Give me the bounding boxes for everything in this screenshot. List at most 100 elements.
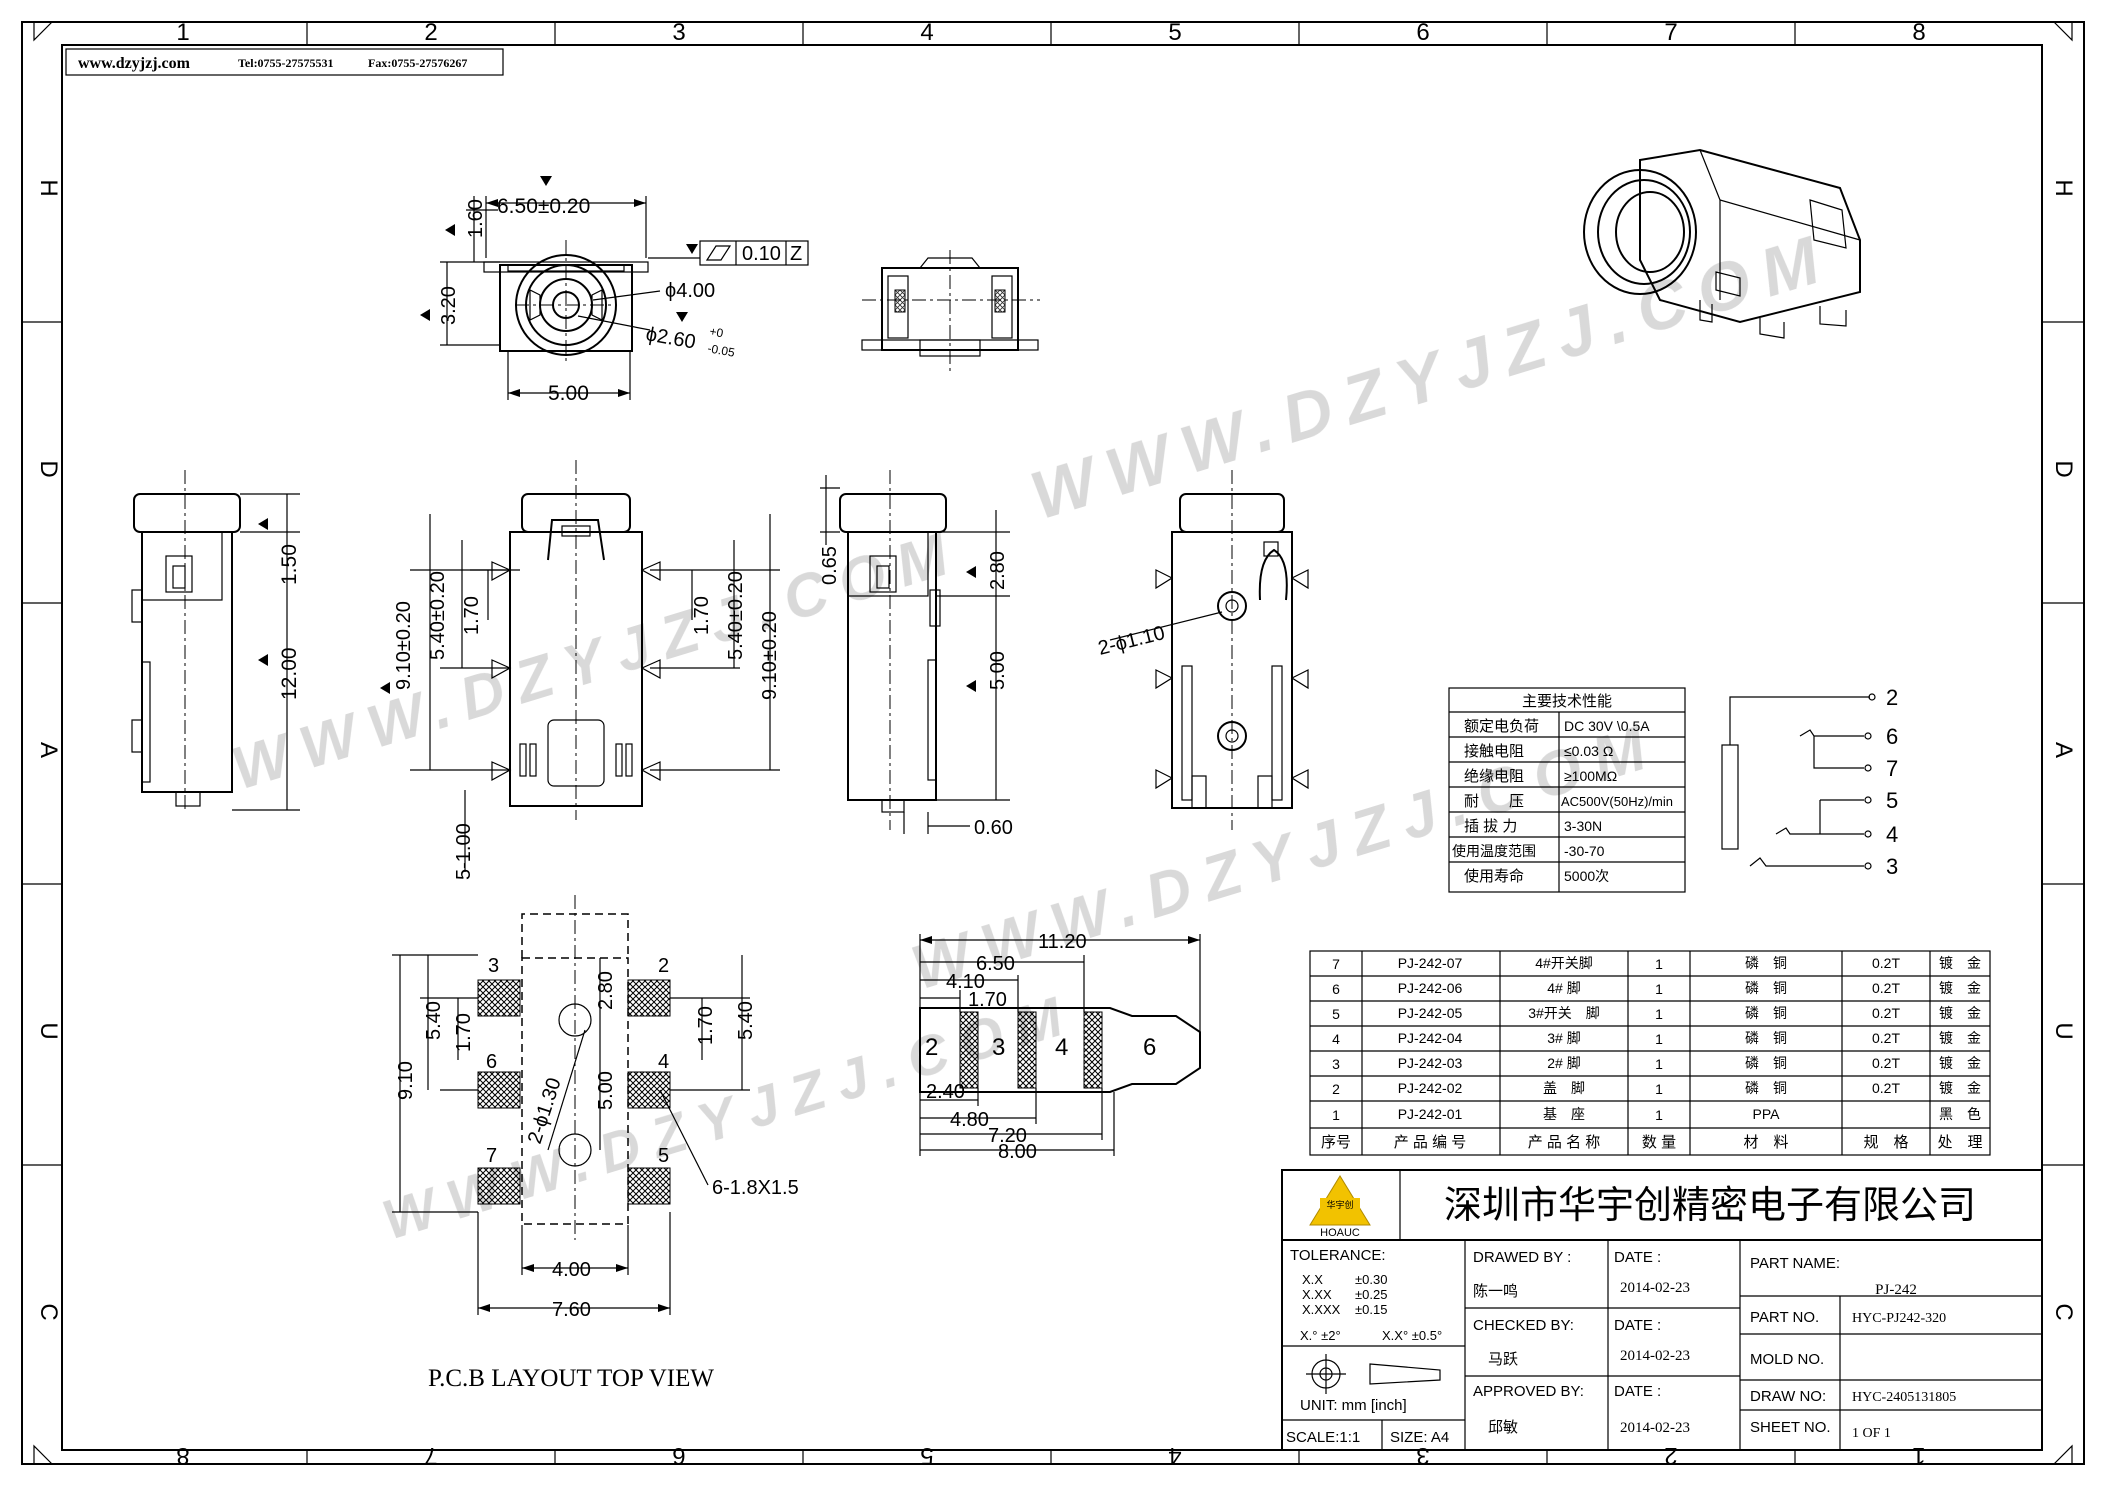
col-label-b7: 7 [424,1442,437,1469]
rear-view [861,250,1040,375]
watermark-1: WWW.DZYJZJ.COM [1022,218,1841,534]
part-name-label: PART NAME: [1750,1255,1840,1272]
col-label-b8: 8 [176,1442,189,1469]
side-view-holes: 2-ϕ1.10 [1096,470,1309,830]
svg-text:1: 1 [1655,1107,1663,1123]
svg-text:3# 脚: 3# 脚 [1547,1030,1580,1046]
tol-angle-2: X.X° ±0.5° [1382,1328,1442,1343]
svg-text:磷 铜: 磷 铜 [1745,1030,1787,1046]
schematic-pin-3: 3 [1886,854,1898,879]
svg-text:1: 1 [1332,1107,1340,1123]
tech-row-1-value: DC 30V \0.5A [1564,718,1650,734]
dim-12-00: 12.00 [278,647,301,700]
col-label-b6: 6 [672,1442,685,1469]
dim-0-65: 0.65 [819,546,841,585]
bom-row-5: 5 PJ-242-05 3#开关 脚 1 磷 铜 0.2T 镀 金 [1332,1005,1981,1022]
bom-row-2: 2 PJ-242-02 盖 脚 1 磷 铜 0.2T 镀 金 [1332,1080,1981,1097]
dim-9-10-left: 9.10±0.20 [393,601,415,690]
bom-row-4: 4 PJ-242-04 3# 脚 1 磷 铜 0.2T 镀 金 [1332,1030,1981,1047]
svg-text:4#开关脚: 4#开关脚 [1535,955,1593,971]
svg-text:处 理: 处 理 [1937,1134,1982,1151]
plug-dim-7-20: 7.20 [988,1125,1027,1147]
dim-5-00: 5.00 [548,382,589,405]
svg-text:数 量: 数 量 [1642,1134,1676,1151]
dim-1-70-right: 1.70 [691,596,713,635]
approved-by-name: 邱敏 [1488,1419,1518,1436]
svg-text:4# 脚: 4# 脚 [1547,980,1580,996]
pcb-dim-5-00: 5.00 [595,1071,617,1110]
svg-text:镀 金: 镀 金 [1939,955,1981,971]
col-label-7: 7 [1664,19,1677,46]
checked-by-label: CHECKED BY: [1473,1317,1574,1334]
scale-label: SCALE:1:1 [1286,1429,1360,1446]
svg-text:1: 1 [1655,981,1663,997]
col-label-b5: 5 [920,1442,933,1469]
dim-0-60: 0.60 [974,817,1013,839]
svg-text:6: 6 [1332,981,1340,997]
svg-text:0.2T: 0.2T [1872,1005,1900,1021]
front-view: 6.50±0.20 1.60 3.20 ϕ4.00 ϕ2.60 +0 -0.05… [420,176,809,405]
pcb-dim-2-80: 2.80 [595,971,617,1010]
tel-text: Tel:0755-27575531 [238,56,334,70]
pcb-dim-1-70-right: 1.70 [695,1006,717,1045]
pcb-pad-label-3: 3 [488,955,499,977]
pcb-dim-1-70-left: 1.70 [453,1013,475,1052]
col-label-6: 6 [1416,19,1429,46]
plug-dim-1-70: 1.70 [968,989,1007,1011]
tech-row-3-label: 绝缘电阻 [1464,768,1524,785]
svg-text:镀 金: 镀 金 [1939,1055,1981,1071]
col-label-b4: 4 [1168,1442,1181,1469]
draw-no-value: HYC-2405131805 [1852,1390,1956,1405]
pcb-dim-5-40-right: 5.40 [735,1001,757,1040]
row-label-rd: D [2050,460,2077,477]
tolerance-label: TOLERANCE: [1290,1247,1386,1264]
col-label-1: 1 [176,19,189,46]
plug-dim-2-40: 2.40 [926,1081,965,1103]
plug-dim-11-20: 11.20 [1038,931,1087,953]
plug-dim-6-50: 6.50 [976,953,1015,975]
pcb-pad-6 [477,1071,521,1109]
tol-xxxx: X.XXX [1302,1302,1341,1317]
part-no-label: PART NO. [1750,1309,1819,1326]
dim-phi4: ϕ4.00 [665,280,715,302]
tech-row-4-value: AC500V(50Hz)/min [1561,794,1673,809]
website-link[interactable]: www.dzyjzj.com [78,55,191,72]
plug-seg-2: 2 [925,1034,938,1061]
row-label-c: C [35,1303,62,1320]
pcb-dim-7-60: 7.60 [552,1299,591,1321]
pcb-pad-label-2: 2 [658,955,669,977]
svg-text:磷 铜: 磷 铜 [1745,1005,1787,1021]
dim-5-00-side: 5.00 [987,651,1009,690]
plug-drawing: 2 3 4 6 11.20 6.50 4.10 1.70 2.40 4.80 7… [919,931,1201,1163]
dim-1-70-left: 1.70 [461,596,483,635]
bom-table: 7 PJ-242-07 4#开关脚 1 磷 铜 0.2T 镀 金 6 PJ-24… [1309,950,1991,1156]
side-view-left: 1.50 12.00 [131,470,301,812]
schematic-pin-6: 6 [1886,724,1898,749]
fax-text: Fax:0755-27576267 [368,56,467,70]
svg-text:镀 金: 镀 金 [1939,1080,1981,1096]
plug-seg-6: 6 [1143,1034,1156,1061]
date-label-2: DATE : [1614,1317,1661,1334]
svg-text:磷 铜: 磷 铜 [1745,980,1787,996]
col-label-4: 4 [920,19,933,46]
svg-text:1: 1 [1655,1081,1663,1097]
isometric-view [1583,148,1861,339]
pcb-pad-label-4: 4 [658,1051,669,1073]
row-label-rh: H [2050,179,2077,196]
date-1: 2014-02-23 [1620,1280,1690,1296]
date-label-3: DATE : [1614,1383,1661,1400]
dim-5-1-00: 5-1.00 [453,823,475,880]
plug-seg-3: 3 [992,1034,1005,1061]
svg-text:7: 7 [1332,956,1340,972]
tol-xx-value: ±0.30 [1355,1272,1387,1287]
svg-text:镀 金: 镀 金 [1939,980,1981,996]
svg-text:PJ-242-07: PJ-242-07 [1398,955,1463,971]
tech-spec-table: 主要技术性能 额定电负荷 DC 30V \0.5A 接触电阻 ≤0.03 Ω 绝… [1448,687,1686,893]
svg-text:序号: 序号 [1321,1134,1351,1151]
plug-dim-8-00: 8.00 [998,1141,1037,1163]
col-label-8: 8 [1912,19,1925,46]
schematic-pin-4: 4 [1886,822,1898,847]
schematic-pin-5: 5 [1886,788,1898,813]
svg-text:0.2T: 0.2T [1872,955,1900,971]
dim-phi2-60: ϕ2.60 [644,323,697,353]
